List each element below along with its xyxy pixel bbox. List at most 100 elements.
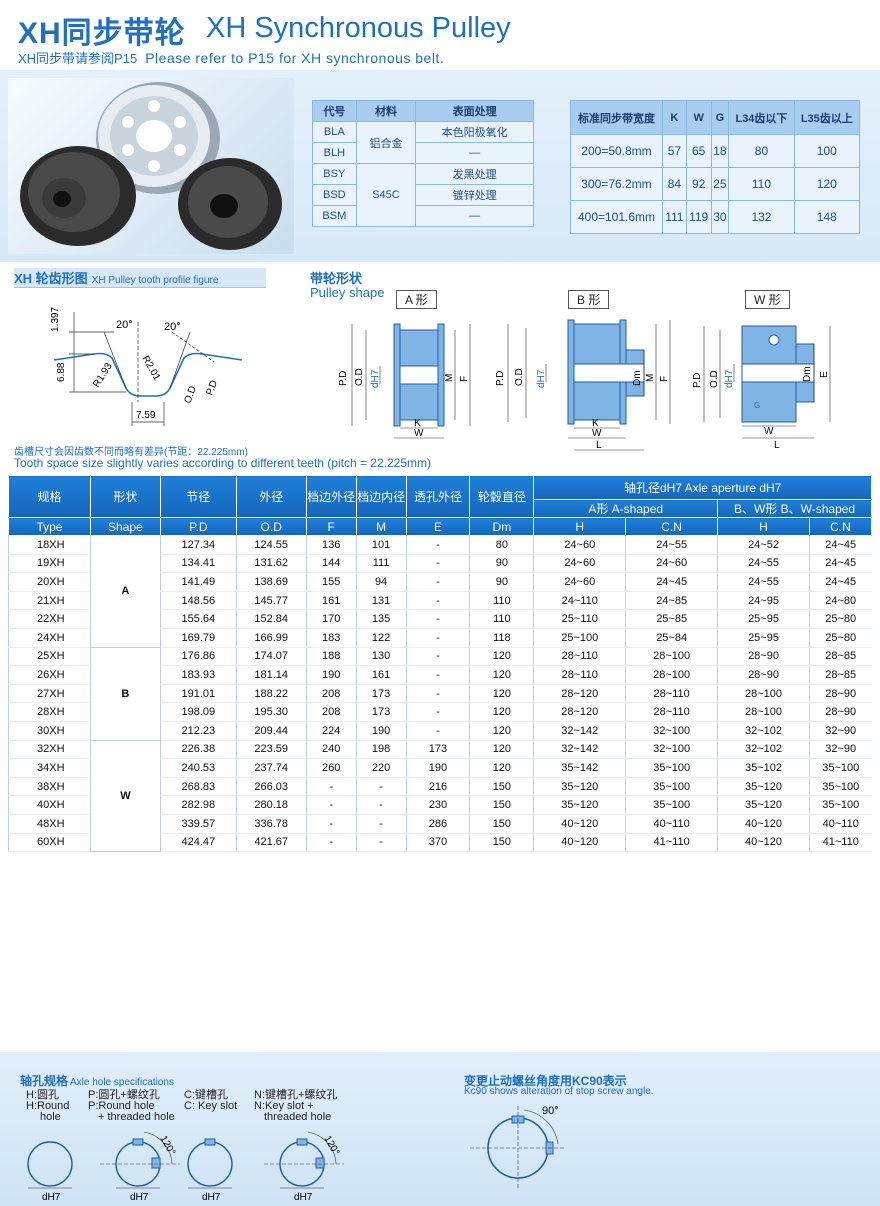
dim-120-n: 120° bbox=[321, 1134, 341, 1157]
dim-w: W bbox=[592, 428, 602, 439]
value-cell: 35~120 bbox=[533, 795, 626, 815]
value-cell: - bbox=[305, 833, 357, 853]
value-cell: 240.53 bbox=[159, 758, 237, 778]
value-cell: 336.78 bbox=[235, 814, 307, 834]
th-type-cn: 规格 bbox=[8, 475, 91, 518]
value-cell: 135 bbox=[355, 609, 407, 629]
dim-1397: 1.397 bbox=[50, 307, 61, 332]
value-cell: 209.44 bbox=[235, 721, 307, 741]
dim-g: G bbox=[754, 401, 760, 410]
value-cell: 28~85 bbox=[808, 665, 872, 685]
value-cell: 286 bbox=[405, 814, 470, 834]
dim-od: O.D bbox=[182, 385, 198, 405]
kc90-title-en: Kc90 shows alteration of stop screw angl… bbox=[464, 1086, 654, 1097]
value-cell: - bbox=[405, 684, 470, 704]
wt-cell: 111 bbox=[662, 200, 687, 234]
shape-b-drawing: P.D O.D dH7 Dm M F K W L bbox=[495, 319, 671, 451]
value-cell: 339.57 bbox=[159, 814, 237, 834]
value-cell: 24~60 bbox=[533, 554, 626, 574]
value-cell: 28~110 bbox=[533, 647, 626, 667]
wt-header: L35齿以上 bbox=[793, 100, 861, 135]
type-cell: 25XH bbox=[8, 647, 91, 667]
value-cell: 134.41 bbox=[159, 554, 237, 574]
mat-code: BLH bbox=[312, 142, 357, 164]
value-cell: - bbox=[355, 777, 407, 797]
value-cell: 24~45 bbox=[808, 535, 872, 555]
value-cell: 28~110 bbox=[625, 684, 718, 704]
th-m-cn: 档边内径 bbox=[355, 475, 407, 518]
value-cell: 32~100 bbox=[625, 740, 718, 760]
value-cell: 120 bbox=[469, 702, 534, 722]
value-cell: - bbox=[355, 833, 407, 853]
value-cell: 138.69 bbox=[235, 572, 307, 592]
value-cell: 120 bbox=[469, 647, 534, 667]
value-cell: 25~110 bbox=[533, 609, 626, 629]
value-cell: 28~90 bbox=[808, 702, 872, 722]
dim-w: W bbox=[414, 428, 424, 439]
type-cell: 27XH bbox=[8, 684, 91, 704]
value-cell: 28~100 bbox=[625, 647, 718, 667]
value-cell: 240 bbox=[305, 740, 357, 760]
value-cell: 190 bbox=[405, 758, 470, 778]
value-cell: 152.84 bbox=[235, 609, 307, 629]
value-cell: 155.64 bbox=[159, 609, 237, 629]
mat-treatment: 本色阳极氧化 bbox=[415, 121, 534, 143]
dim-dh7-n: dH7 bbox=[294, 1192, 313, 1203]
dim-dh7-c: dH7 bbox=[202, 1192, 221, 1203]
hole-type-h: H:圆孔 H:Round hole bbox=[26, 1090, 69, 1123]
value-cell: 122 bbox=[355, 628, 407, 648]
value-cell: - bbox=[405, 572, 470, 592]
value-cell: 41~110 bbox=[808, 833, 872, 853]
type-cell: 48XH bbox=[8, 814, 91, 834]
hole-n-en1: N:Key slot + bbox=[254, 1100, 314, 1112]
value-cell: 237.74 bbox=[235, 758, 307, 778]
value-cell: 35~100 bbox=[808, 758, 872, 778]
value-cell: 190 bbox=[305, 665, 357, 685]
value-cell: 212.23 bbox=[159, 721, 237, 741]
value-cell: 174.07 bbox=[235, 647, 307, 667]
value-cell: 35~120 bbox=[717, 795, 810, 815]
value-cell: 198.09 bbox=[159, 702, 237, 722]
dim-l: L bbox=[774, 440, 780, 451]
value-cell: 130 bbox=[355, 647, 407, 667]
value-cell: 25~100 bbox=[533, 628, 626, 648]
dim-l: L bbox=[596, 440, 602, 451]
value-cell: 40~120 bbox=[533, 833, 626, 853]
value-cell: 24~52 bbox=[717, 535, 810, 555]
value-cell: 28~100 bbox=[625, 665, 718, 685]
mat-code: BSM bbox=[312, 205, 357, 227]
kc90-drawing: 90° bbox=[470, 1105, 566, 1190]
th-bw-shaped: B、W形 B、W-shaped bbox=[717, 499, 872, 518]
value-cell: - bbox=[355, 795, 407, 815]
value-cell: 268.83 bbox=[159, 777, 237, 797]
th-type-en: Type bbox=[8, 517, 91, 536]
value-cell: 35~100 bbox=[625, 777, 718, 797]
value-cell: 188.22 bbox=[235, 684, 307, 704]
th-axle: 轴孔径dH7 Axle aperture dH7 bbox=[533, 475, 872, 500]
hole-c-cn: C:键槽孔 bbox=[184, 1089, 228, 1101]
value-cell: 282.98 bbox=[159, 795, 237, 815]
th-e-cn: 透孔外径 bbox=[405, 475, 471, 518]
value-cell: 183 bbox=[305, 628, 357, 648]
value-cell: 24~45 bbox=[808, 572, 872, 592]
mat-header-code: 代号 bbox=[312, 100, 357, 122]
value-cell: 35~100 bbox=[625, 758, 718, 778]
value-cell: 183.93 bbox=[159, 665, 237, 685]
value-cell: 35~120 bbox=[717, 777, 810, 797]
th-bw-cn: C.N bbox=[808, 517, 873, 536]
value-cell: 191.01 bbox=[159, 684, 237, 704]
hole-type-n: N:键槽孔+螺纹孔 N:Key slot + threaded hole bbox=[254, 1090, 337, 1123]
value-cell: - bbox=[305, 814, 357, 834]
tooth-profile-drawing: 1.397 6.88 20° 20° R1.93 R2.01 7.59 O.D … bbox=[50, 307, 243, 426]
value-cell: 80 bbox=[469, 535, 534, 555]
value-cell: 28~110 bbox=[625, 702, 718, 722]
value-cell: 25~80 bbox=[808, 609, 872, 629]
value-cell: 190 bbox=[355, 721, 407, 741]
th-f-en: F bbox=[305, 517, 357, 536]
